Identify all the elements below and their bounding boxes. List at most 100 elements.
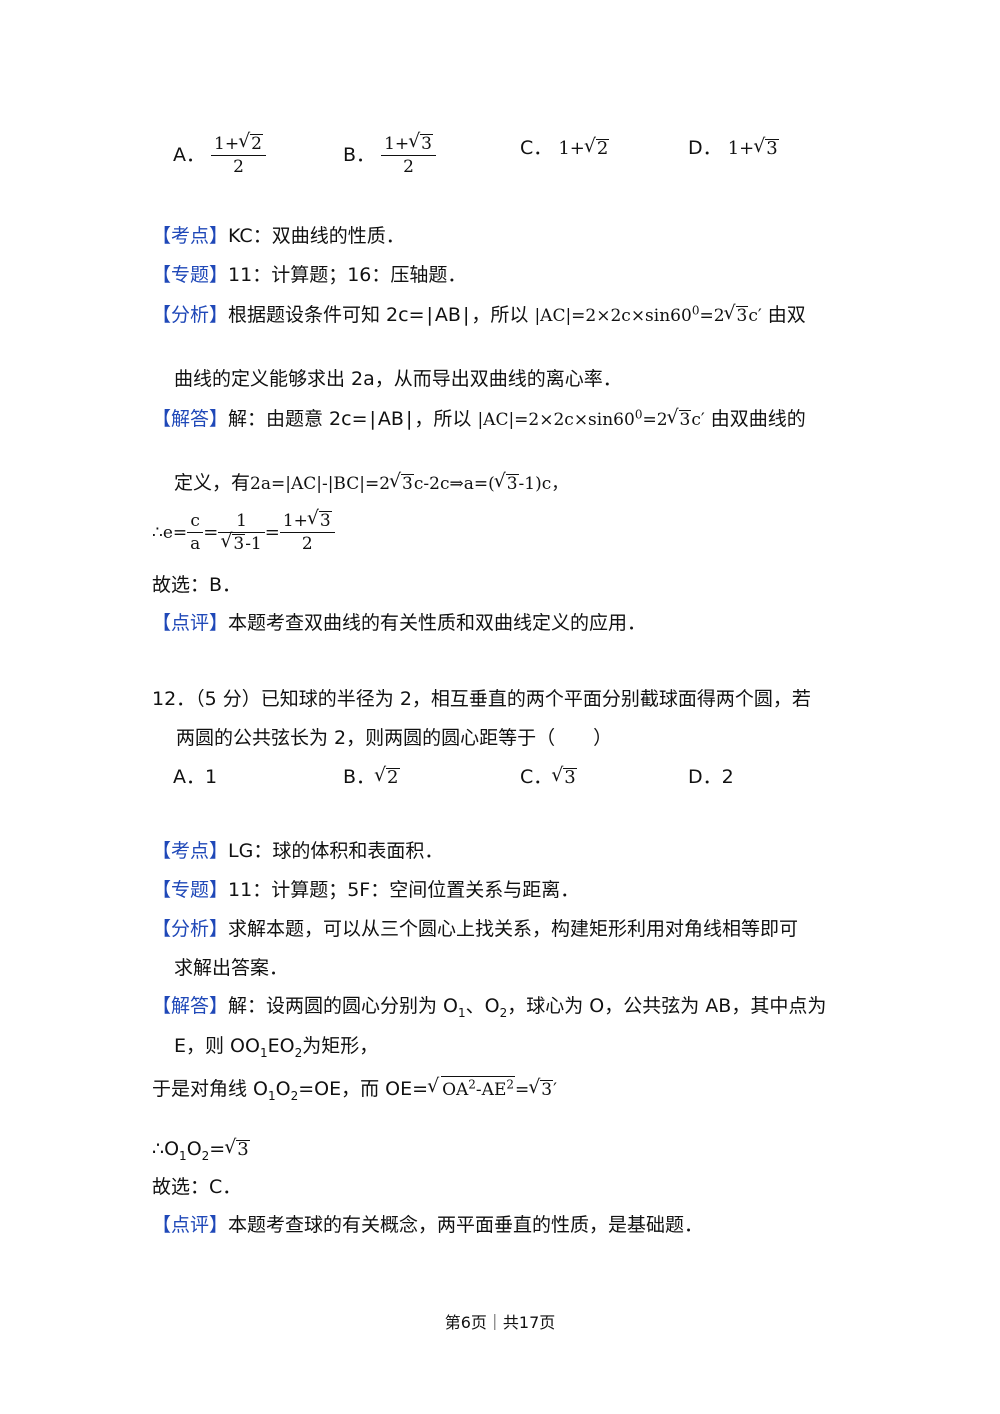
q12-stem-line2: 两圆的公共弦长为 2，则两圆的圆心距等于（ ） — [176, 727, 613, 749]
q11-guxuan: 故选：B． — [152, 574, 242, 596]
option-label: C． — [520, 137, 553, 159]
radicand: 2 — [250, 134, 263, 154]
frac-den: 2 — [233, 157, 244, 177]
q11-zhuanti: 【专题】11：计算题；16：压轴题． — [152, 262, 466, 288]
zhuanti-text: 11：计算题；5F：空间位置关系与距离． — [228, 879, 580, 901]
q12-line3: 于是对角线 O1O2=OE，而 OE=OA2-AE2=3′ — [152, 1073, 557, 1103]
q11-dianping: 【点评】本题考查双曲线的有关性质和双曲线定义的应用． — [152, 610, 646, 636]
subscript: 1 — [259, 1045, 268, 1060]
frac-num-text: 1+ — [214, 134, 240, 154]
fenxi-text: 根据题设条件可知 2c= — [228, 304, 425, 326]
zhuanti-tag: 【专题】 — [152, 879, 229, 901]
radicand: 3 — [540, 1080, 554, 1100]
jieda-text: 定义，有 — [174, 472, 251, 494]
jieda-text: O — [186, 1138, 202, 1160]
radicand: 3 — [765, 138, 779, 159]
formula-part: =2 — [699, 306, 725, 326]
jieda-text: =OE，而 OE= — [298, 1078, 429, 1100]
q11-eccentricity: ∴e=ca=13-1=1+32 — [152, 507, 335, 555]
formula-part: 2a=|AC|-|BC|=2 — [250, 474, 391, 494]
kaodian-tag: 【考点】 — [152, 225, 229, 247]
zhuanti-text: 11：计算题；16：压轴题． — [228, 264, 467, 286]
radicand: 2 — [595, 138, 610, 159]
q12-fenxi-line1: 【分析】求解本题，可以从三个圆心上找关系，构建矩形利用对角线相等即可 — [152, 916, 798, 942]
jieda-text-c: ，所以 — [414, 408, 472, 430]
formula-part: = — [515, 1080, 530, 1100]
formula-sup: 2 — [506, 1077, 514, 1092]
q12-jieda-line2: E，则 OO1EO2为矩形， — [174, 1033, 378, 1059]
subscript: 2 — [290, 1088, 299, 1103]
q11-option-c: C． 1+ 2 — [520, 133, 610, 162]
q12-guxuan: 故选：C． — [152, 1176, 242, 1198]
fenxi-text-d: 由双 — [767, 304, 806, 326]
dianping-text: 本题考查球的有关概念，两平面垂直的性质，是基础题． — [228, 1214, 704, 1236]
formula-part: |AC|=2×2c×sin60 — [477, 410, 635, 430]
formula-part: -1)c， — [518, 474, 569, 494]
radicand: 3 — [401, 474, 414, 494]
jieda-text: 于是对角线 O — [152, 1078, 268, 1100]
frac-den: 2 — [301, 534, 313, 554]
fraction-result: 1+32 — [279, 507, 335, 555]
formula-part: ′ — [553, 1080, 557, 1100]
formula-part: =2 — [642, 410, 668, 430]
jieda-ab: AB — [377, 408, 404, 430]
q11-option-d: D． 1+ 3 — [688, 133, 779, 162]
radicand: 3 — [236, 1139, 250, 1160]
fenxi-ab: AB — [434, 304, 461, 326]
q12-option-d: D．2 — [688, 766, 734, 788]
jieda-text: 为矩形， — [302, 1035, 379, 1057]
option-a-fraction: 1+ 2 2 — [211, 130, 266, 178]
q11-jieda-line1: 【解答】解：由题意 2c=|AB|，所以 |AC|=2×2c×sin600=23… — [152, 404, 806, 433]
radicand: 3 — [563, 767, 577, 788]
formula-part: |AC|=2×2c×sin60 — [534, 306, 692, 326]
kaodian-text: KC：双曲线的性质． — [228, 225, 405, 247]
radicand: 3 — [420, 134, 433, 154]
jieda-tag: 【解答】 — [152, 995, 229, 1017]
jieda-text: O — [275, 1078, 291, 1100]
fenxi-tag: 【分析】 — [152, 304, 229, 326]
frac-den-post: -1 — [245, 534, 262, 554]
q12-option-a: A．1 — [173, 766, 218, 788]
q12-jieda-line1: 【解答】解：设两圆的圆心分别为 O1、O2，球心为 O，公共弦为 AB，其中点为 — [152, 993, 826, 1019]
subscript: 1 — [179, 1148, 187, 1163]
kaodian-text: LG：球的体积和表面积． — [228, 840, 444, 862]
fenxi-tag: 【分析】 — [152, 918, 229, 940]
q12-dianping: 【点评】本题考查球的有关概念，两平面垂直的性质，是基础题． — [152, 1212, 703, 1238]
subscript: 1 — [268, 1088, 276, 1103]
jieda-text: 解：由题意 2c= — [228, 408, 368, 430]
radicand: 3 — [232, 534, 246, 554]
formula-part: c-2c⇒a=( — [413, 474, 495, 494]
q11-option-b: B． 1+3 2 — [343, 130, 436, 178]
frac-den: a — [190, 534, 201, 554]
q12-zhuanti: 【专题】11：计算题；5F：空间位置关系与距离． — [152, 877, 579, 903]
q11-fenxi-line2: 曲线的定义能够求出 2a，从而导出双曲线的离心率． — [174, 368, 622, 390]
formula-part: ∴e= — [152, 523, 188, 543]
zhuanti-tag: 【专题】 — [152, 264, 229, 286]
option-label: B． — [343, 766, 376, 788]
dianping-tag: 【点评】 — [152, 612, 229, 634]
q12-option-b: B．2 — [343, 762, 400, 791]
option-label: D． — [688, 137, 722, 159]
q12-option-c: C．3 — [520, 762, 577, 791]
q11-fenxi-line1: 【分析】根据题设条件可知 2c=|AB|，所以 |AC|=2×2c×sin600… — [152, 300, 806, 329]
dianping-tag: 【点评】 — [152, 1214, 229, 1236]
formula-sup: 0 — [691, 303, 700, 318]
option-b-fraction: 1+3 2 — [381, 130, 436, 178]
kaodian-tag: 【考点】 — [152, 840, 229, 862]
jieda-text: 解：设两圆的圆心分别为 O — [228, 995, 459, 1017]
q12-stem-line1: 12．（5 分）已知球的半径为 2，相互垂直的两个平面分别截球面得两个圆，若 — [152, 688, 811, 710]
formula-part: c′ — [748, 306, 762, 326]
option-d-prefix: 1+ — [727, 138, 755, 159]
frac-num: c — [187, 510, 204, 533]
option-label: A． — [173, 144, 205, 166]
option-c-prefix: 1+ — [558, 138, 585, 159]
jieda-tag: 【解答】 — [152, 408, 229, 430]
formula-part: = — [264, 522, 280, 543]
radicand: -AE — [475, 1080, 507, 1100]
jieda-text: EO — [267, 1035, 295, 1057]
subscript: 2 — [201, 1148, 210, 1163]
radicand: 3 — [505, 474, 519, 494]
formula-part: = — [203, 522, 219, 543]
jieda-text: ，球心为 O，公共弦为 AB，其中点为 — [507, 995, 827, 1017]
